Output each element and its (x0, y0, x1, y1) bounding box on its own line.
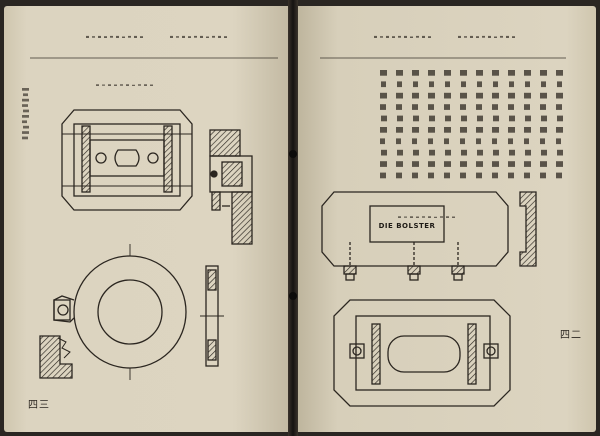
die-set-plan-drawing (61, 109, 193, 211)
bolster-section-drawing (519, 191, 537, 267)
page-number-right: 四二 (560, 330, 582, 341)
book-gutter (288, 0, 298, 436)
left-page-header (30, 35, 278, 59)
stripper-plate-drawing (333, 299, 511, 407)
ring-clamp-drawing (39, 244, 187, 380)
binding-hole-upper (289, 150, 297, 158)
right-page (296, 6, 596, 432)
caption-strokes-left (96, 84, 153, 86)
die-bolster-label: DIE BOLSTER (379, 222, 436, 230)
caption-strokes-right (398, 216, 455, 218)
left-page-running-head (22, 88, 29, 140)
die-set-section-drawing (209, 129, 253, 245)
right-page-header (320, 35, 566, 59)
ring-section-drawing (200, 265, 224, 367)
right-page-text-columns (380, 70, 563, 179)
die-bolster-drawing (321, 191, 509, 281)
page-number-left: 四三 (28, 400, 50, 411)
binding-hole-lower (289, 292, 297, 300)
